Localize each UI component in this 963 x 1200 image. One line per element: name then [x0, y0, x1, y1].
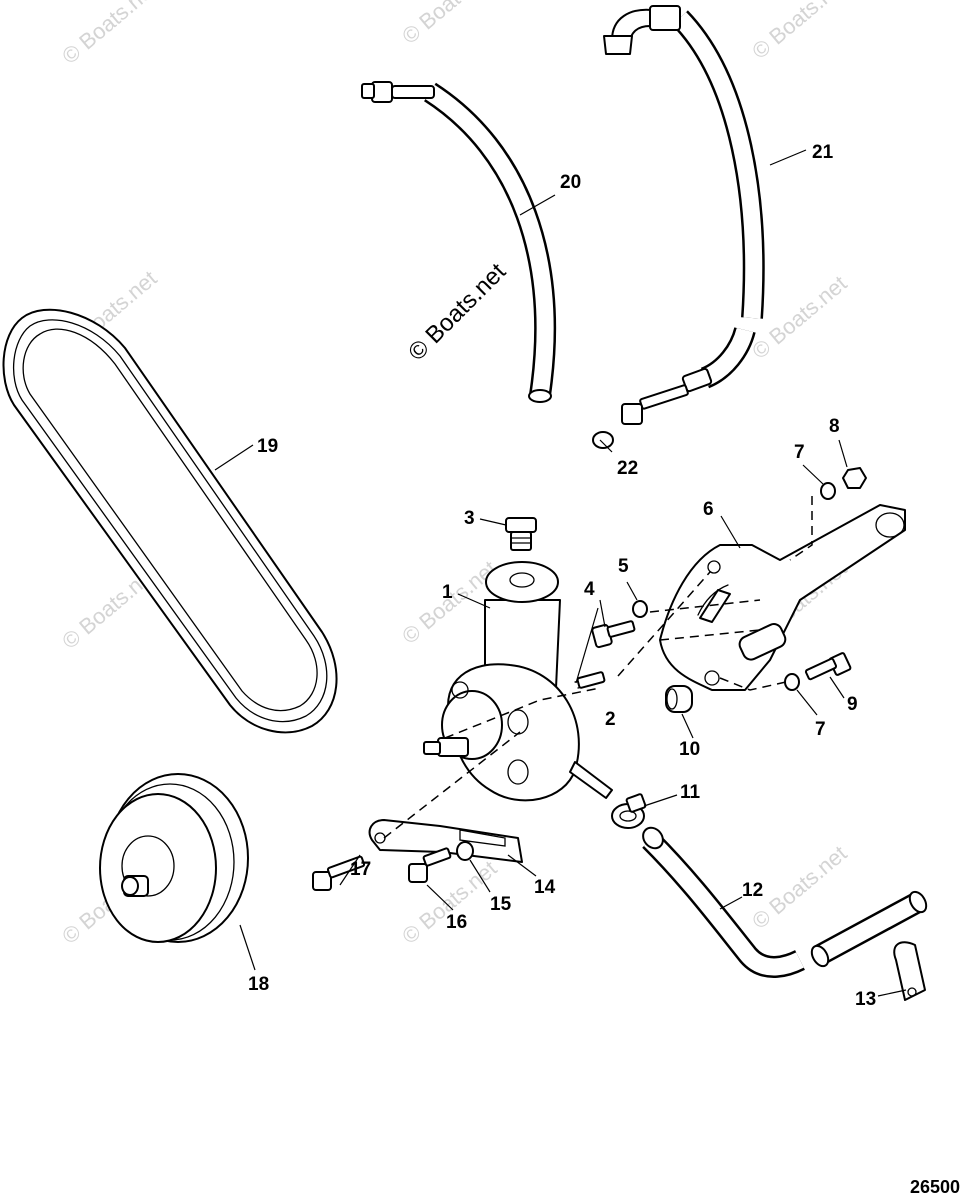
callout-4: 4	[584, 579, 595, 600]
callout-5: 5	[618, 556, 629, 577]
callout-16: 16	[446, 912, 467, 933]
callout-15: 15	[490, 894, 512, 915]
upper-hose-21	[603, 5, 765, 425]
callout-11: 11	[680, 782, 701, 803]
callout-17: 17	[350, 859, 371, 880]
washer-15	[456, 841, 474, 861]
callout-12: 12	[742, 880, 763, 901]
callout-18: 18	[248, 974, 269, 995]
bolt-16	[408, 847, 452, 883]
spacer	[665, 685, 693, 713]
callout-10: 10	[679, 739, 700, 760]
o-ring	[592, 431, 614, 449]
callout-7-upper: 7	[794, 442, 805, 463]
nut	[842, 467, 867, 489]
upper-hose-20	[361, 81, 557, 403]
callout-2: 2	[605, 709, 616, 730]
callout-20: 20	[560, 172, 581, 193]
bolt-4	[591, 620, 636, 649]
assembly-lines	[383, 496, 813, 839]
callout-8: 8	[829, 416, 840, 437]
bolt-9	[804, 652, 852, 681]
leader-lines	[214, 149, 907, 997]
hose-clamp	[611, 793, 647, 829]
callout-3: 3	[464, 508, 475, 529]
callouts: 1 2 3 4 5 6 7 7 8 9 10 11 12 13 14 15 16…	[248, 142, 876, 1010]
drawing-number: 26500	[910, 1177, 960, 1197]
washer-7-lower	[784, 673, 800, 691]
callout-13: 13	[855, 989, 876, 1010]
callout-14: 14	[534, 877, 556, 898]
pulley	[99, 773, 249, 943]
center-watermark: © Boats.net	[403, 258, 511, 366]
stud	[576, 671, 606, 689]
callout-6: 6	[703, 499, 714, 520]
callout-7-lower: 7	[815, 719, 826, 740]
pump	[423, 561, 613, 802]
watermark: © Boats.net	[397, 0, 501, 49]
callout-21: 21	[812, 142, 834, 163]
washer-7-upper	[820, 482, 836, 500]
hose-clip	[893, 941, 926, 1001]
callout-9: 9	[847, 694, 858, 715]
watermark: © Boats.net	[747, 0, 851, 64]
filler-cap	[505, 517, 537, 551]
mounting-bracket	[659, 504, 906, 691]
callout-1: 1	[442, 582, 453, 603]
return-hose	[642, 826, 928, 978]
drive-belt	[2, 308, 338, 734]
callout-19: 19	[257, 436, 278, 457]
callout-22: 22	[617, 458, 638, 479]
washer-5	[632, 600, 648, 618]
support-bracket	[368, 819, 523, 863]
watermark: © Boats.net	[57, 0, 161, 69]
